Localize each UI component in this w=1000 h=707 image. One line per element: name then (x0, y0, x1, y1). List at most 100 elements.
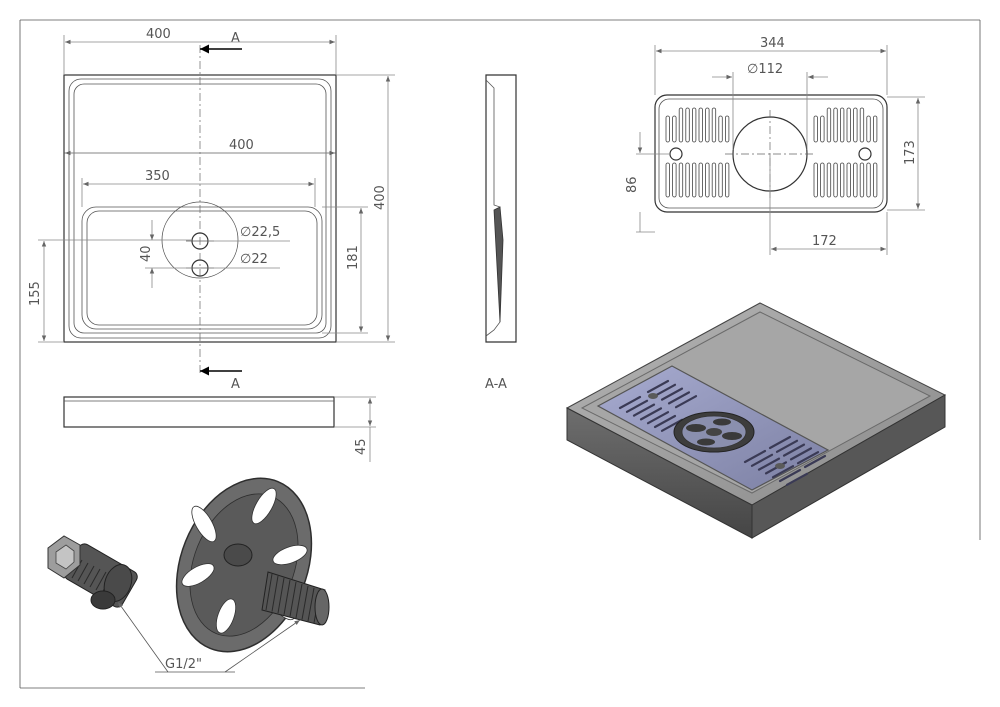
iso-grate-slot (771, 465, 795, 479)
dim-label-344: 344 (760, 36, 785, 51)
iso-grate-slot (768, 435, 792, 450)
iso-grate-slot (632, 403, 656, 417)
grate-slot (685, 162, 690, 198)
dim-label-45: 45 (354, 438, 369, 455)
iso-grate-slot (789, 447, 813, 461)
iso-grate-slot (653, 383, 677, 397)
grate-slot (873, 115, 878, 143)
grate-slot (833, 107, 838, 143)
iso-grate-slot (757, 457, 781, 471)
drawing-frame (19, 19, 981, 689)
thread-line (77, 562, 89, 582)
drain-plug (47, 535, 138, 610)
iso-grate-slot (639, 407, 663, 421)
thread-label: G1/2" (165, 657, 202, 672)
grate-slot (859, 107, 865, 143)
iso-grate-slot (796, 451, 820, 465)
dim-label-155: 155 (28, 281, 43, 306)
grate-slot (833, 162, 838, 198)
grate-slot (692, 162, 697, 198)
dim-label-hole-22-5: ∅22,5 (240, 225, 280, 240)
grate-slot (866, 115, 871, 143)
dim-label-40: 40 (139, 245, 154, 262)
grate-slot (678, 162, 684, 198)
dim-label-181: 181 (346, 245, 361, 270)
thread-callout: G1/2" (117, 601, 301, 673)
grate-slot (859, 162, 865, 198)
thread-line (271, 575, 279, 612)
iso-grate-slot (785, 472, 809, 486)
iso-grate-slots (618, 379, 827, 486)
iso-grate-slot (782, 443, 806, 457)
grate-slot (665, 162, 670, 198)
thread-line (95, 571, 107, 591)
dim-label-350: 350 (145, 169, 170, 184)
dim-label-173: 173 (903, 140, 918, 165)
grate-slot (813, 162, 818, 198)
iso-grate-slot (653, 414, 677, 429)
iso-grate-slot (674, 395, 698, 409)
dim-hole-lower: ∅22 (208, 252, 280, 269)
dim-grate-86: 86 (625, 132, 670, 233)
grate-slot (672, 115, 677, 143)
thread-line (295, 583, 303, 619)
thread-line (301, 585, 309, 620)
dim-hole-upper: ∅22,5 (208, 225, 290, 242)
grate-slot (725, 115, 730, 143)
iso-grate-slot (667, 391, 691, 405)
dim-top-width: 400 (63, 27, 337, 75)
grate-slot (711, 162, 717, 198)
section-marker-top: A (200, 31, 242, 54)
dim-total-height: 400 (336, 74, 395, 343)
thread-line (283, 579, 291, 615)
grate-slot (840, 162, 845, 198)
iso-grate-slot (778, 468, 802, 483)
dim-offset-40: 40 (139, 220, 192, 288)
dim-grate-hole: ∅112 (712, 62, 828, 150)
grate-slot (705, 162, 710, 198)
iso-grate-slot (775, 439, 799, 453)
thread-line (307, 587, 315, 622)
dim-recess-width: 350 (81, 169, 316, 207)
drain-strainer (175, 477, 330, 653)
grate-slots (665, 107, 878, 198)
grate-slot (826, 162, 832, 198)
front-view (63, 45, 337, 375)
grate-slot (678, 107, 684, 143)
section-marker-bottom: A (200, 366, 242, 392)
section-letter-top: A (231, 31, 240, 46)
thread-line (277, 577, 285, 614)
dim-recess-height: 181 (322, 206, 368, 334)
grate-slot (846, 107, 851, 143)
iso-grate-slot (803, 454, 827, 469)
thread-line (265, 573, 273, 611)
dim-grate-width: 344 (654, 36, 888, 95)
grate-slot (840, 107, 845, 143)
dim-label-86: 86 (625, 176, 640, 193)
grate-view (654, 94, 888, 213)
grate-slot (718, 162, 723, 198)
grate-slot (685, 107, 690, 143)
thread-line (89, 568, 101, 588)
grate-slot (698, 162, 703, 198)
dim-grate-172: 172 (769, 154, 888, 255)
grate-slot (826, 107, 832, 143)
dim-inner-width: 400 (65, 138, 335, 156)
dim-label-400-top: 400 (146, 27, 171, 42)
iso-grate-slot (660, 387, 684, 401)
iso-grate-slot (625, 399, 649, 413)
dim-label-hole-22: ∅22 (240, 252, 268, 267)
iso-grate-slot (750, 453, 774, 467)
grate-slot (853, 162, 858, 198)
grate-slot (725, 162, 730, 198)
dim-grate-height: 173 (887, 96, 925, 211)
thread-line (289, 581, 297, 617)
dim-label-112: ∅112 (747, 62, 783, 77)
grate-slot (705, 107, 710, 143)
isometric-tray (565, 302, 947, 539)
grate-slot (866, 162, 871, 198)
grate-slot (846, 162, 851, 198)
iso-grate-slot (660, 418, 684, 432)
grate-slot (853, 107, 858, 143)
